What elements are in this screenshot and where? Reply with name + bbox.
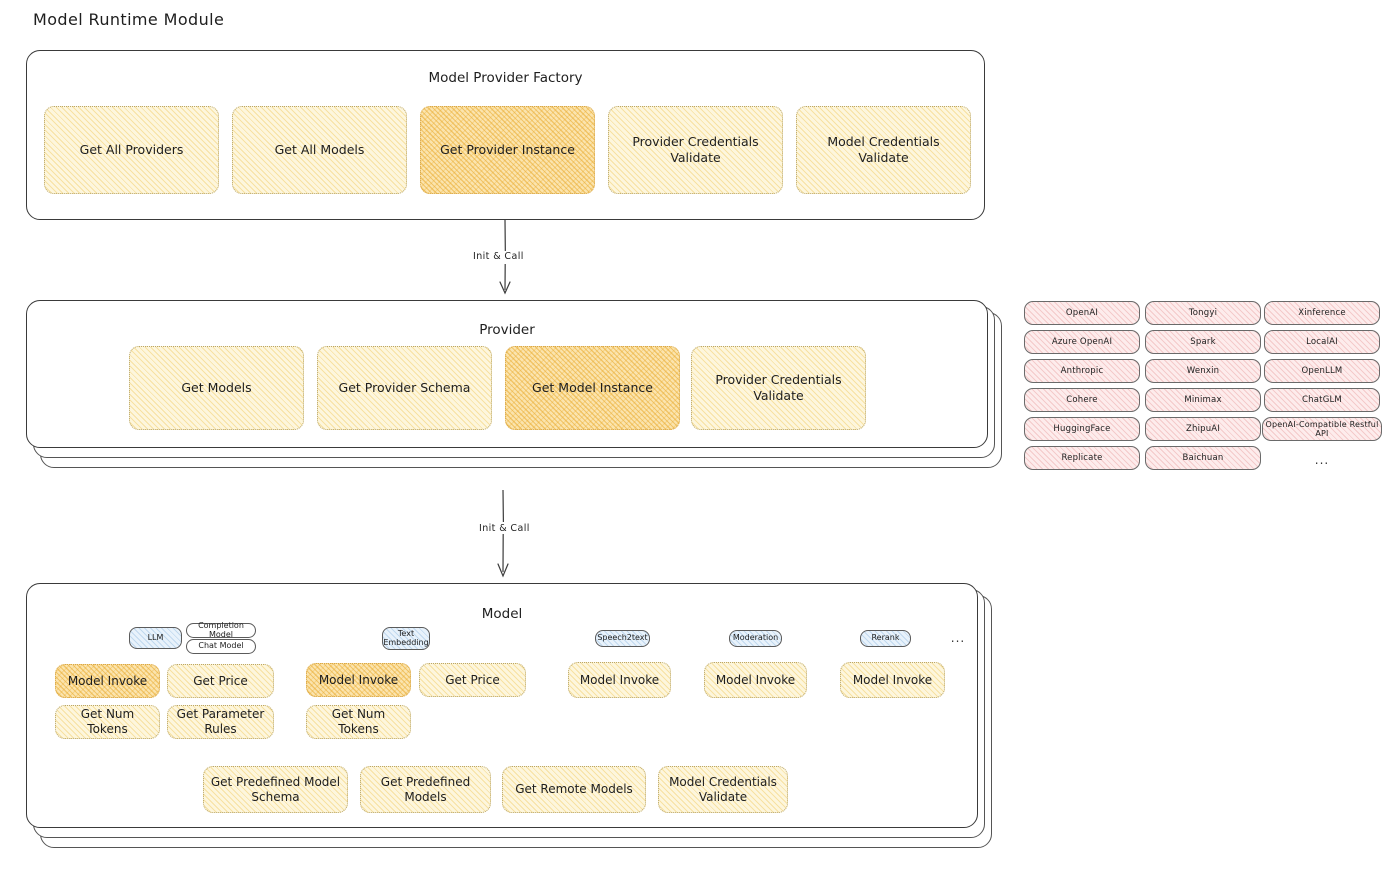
provider-chip-zhipuai[interactable]: ZhipuAI <box>1145 417 1261 441</box>
provider-chip-openllm[interactable]: OpenLLM <box>1264 359 1380 383</box>
provider-chip-spark[interactable]: Spark <box>1145 330 1261 354</box>
provider-chip-wenxin[interactable]: Wenxin <box>1145 359 1261 383</box>
provider-list-more-ellipsis: ... <box>1314 453 1330 467</box>
provider-op-get-provider-schema[interactable]: Get Provider Schema <box>317 346 492 430</box>
provider-op-provider-credentials-validate[interactable]: Provider Credentials Validate <box>691 346 866 430</box>
provider-chip-baichuan[interactable]: Baichuan <box>1145 446 1261 470</box>
model-op-get-predefined-model-schema[interactable]: Get Predefined Model Schema <box>203 766 348 813</box>
model-op-get-remote-models[interactable]: Get Remote Models <box>502 766 646 813</box>
model-op-get-predefined-models[interactable]: Get Predefined Models <box>360 766 491 813</box>
speech2text-op-model-invoke[interactable]: Model Invoke <box>568 662 671 698</box>
model-subtype-badge-completion-model[interactable]: Completion Model <box>186 621 256 638</box>
model-type-badge-speech2text[interactable]: Speech2text <box>595 630 650 647</box>
provider-chip-anthropic[interactable]: Anthropic <box>1024 359 1140 383</box>
model-type-badge-rerank[interactable]: Rerank <box>860 630 911 647</box>
text-embedding-op-model-invoke[interactable]: Model Invoke <box>306 663 411 697</box>
provider-chip-minimax[interactable]: Minimax <box>1145 388 1261 412</box>
rerank-op-model-invoke[interactable]: Model Invoke <box>840 662 945 698</box>
llm-op-model-invoke[interactable]: Model Invoke <box>55 664 160 698</box>
model-type-badge-moderation[interactable]: Moderation <box>729 630 782 647</box>
model-type-badge-llm[interactable]: LLM <box>129 627 182 649</box>
provider-chip-chatglm[interactable]: ChatGLM <box>1264 388 1380 412</box>
text-embedding-op-get-price[interactable]: Get Price <box>419 663 526 697</box>
model-types-more-ellipsis: ... <box>950 631 966 645</box>
arrow-provider-to-model <box>497 489 509 578</box>
model-type-badge-text-embedding[interactable]: Text Embedding <box>382 627 430 650</box>
provider-title: Provider <box>479 322 535 338</box>
factory-op-get-all-models[interactable]: Get All Models <box>232 106 407 194</box>
provider-chip-tongyi[interactable]: Tongyi <box>1145 301 1261 325</box>
provider-chip-localai[interactable]: LocalAI <box>1264 330 1380 354</box>
provider-chip-openai-compatible-restful-api[interactable]: OpenAI-Compatible Restful API <box>1262 417 1382 441</box>
llm-op-get-price[interactable]: Get Price <box>167 664 274 698</box>
provider-op-get-models[interactable]: Get Models <box>129 346 304 430</box>
model-op-model-credentials-validate[interactable]: Model Credentials Validate <box>658 766 788 813</box>
provider-chip-azure-openai[interactable]: Azure OpenAI <box>1024 330 1140 354</box>
arrow-label-init-and-call-2: Init & Call <box>476 523 533 534</box>
factory-op-get-provider-instance[interactable]: Get Provider Instance <box>420 106 595 194</box>
model-subtype-badge-chat-model[interactable]: Chat Model <box>186 639 256 654</box>
provider-op-get-model-instance[interactable]: Get Model Instance <box>505 346 680 430</box>
factory-op-model-credentials-validate[interactable]: Model Credentials Validate <box>796 106 971 194</box>
provider-chip-huggingface[interactable]: HuggingFace <box>1024 417 1140 441</box>
arrow-label-init-and-call-1: Init & Call <box>470 251 527 262</box>
provider-chip-cohere[interactable]: Cohere <box>1024 388 1140 412</box>
factory-op-get-all-providers[interactable]: Get All Providers <box>44 106 219 194</box>
model-title: Model <box>481 606 523 622</box>
provider-chip-xinference[interactable]: Xinference <box>1264 301 1380 325</box>
llm-op-get-parameter-rules[interactable]: Get Parameter Rules <box>167 705 274 739</box>
moderation-op-model-invoke[interactable]: Model Invoke <box>704 662 807 698</box>
page-title: Model Runtime Module <box>33 10 225 29</box>
llm-op-get-num-tokens[interactable]: Get Num Tokens <box>55 705 160 739</box>
factory-title: Model Provider Factory <box>428 70 583 86</box>
provider-chip-replicate[interactable]: Replicate <box>1024 446 1140 470</box>
text-embedding-op-get-num-tokens[interactable]: Get Num Tokens <box>306 705 411 739</box>
factory-op-provider-credentials-validate[interactable]: Provider Credentials Validate <box>608 106 783 194</box>
provider-chip-openai[interactable]: OpenAI <box>1024 301 1140 325</box>
